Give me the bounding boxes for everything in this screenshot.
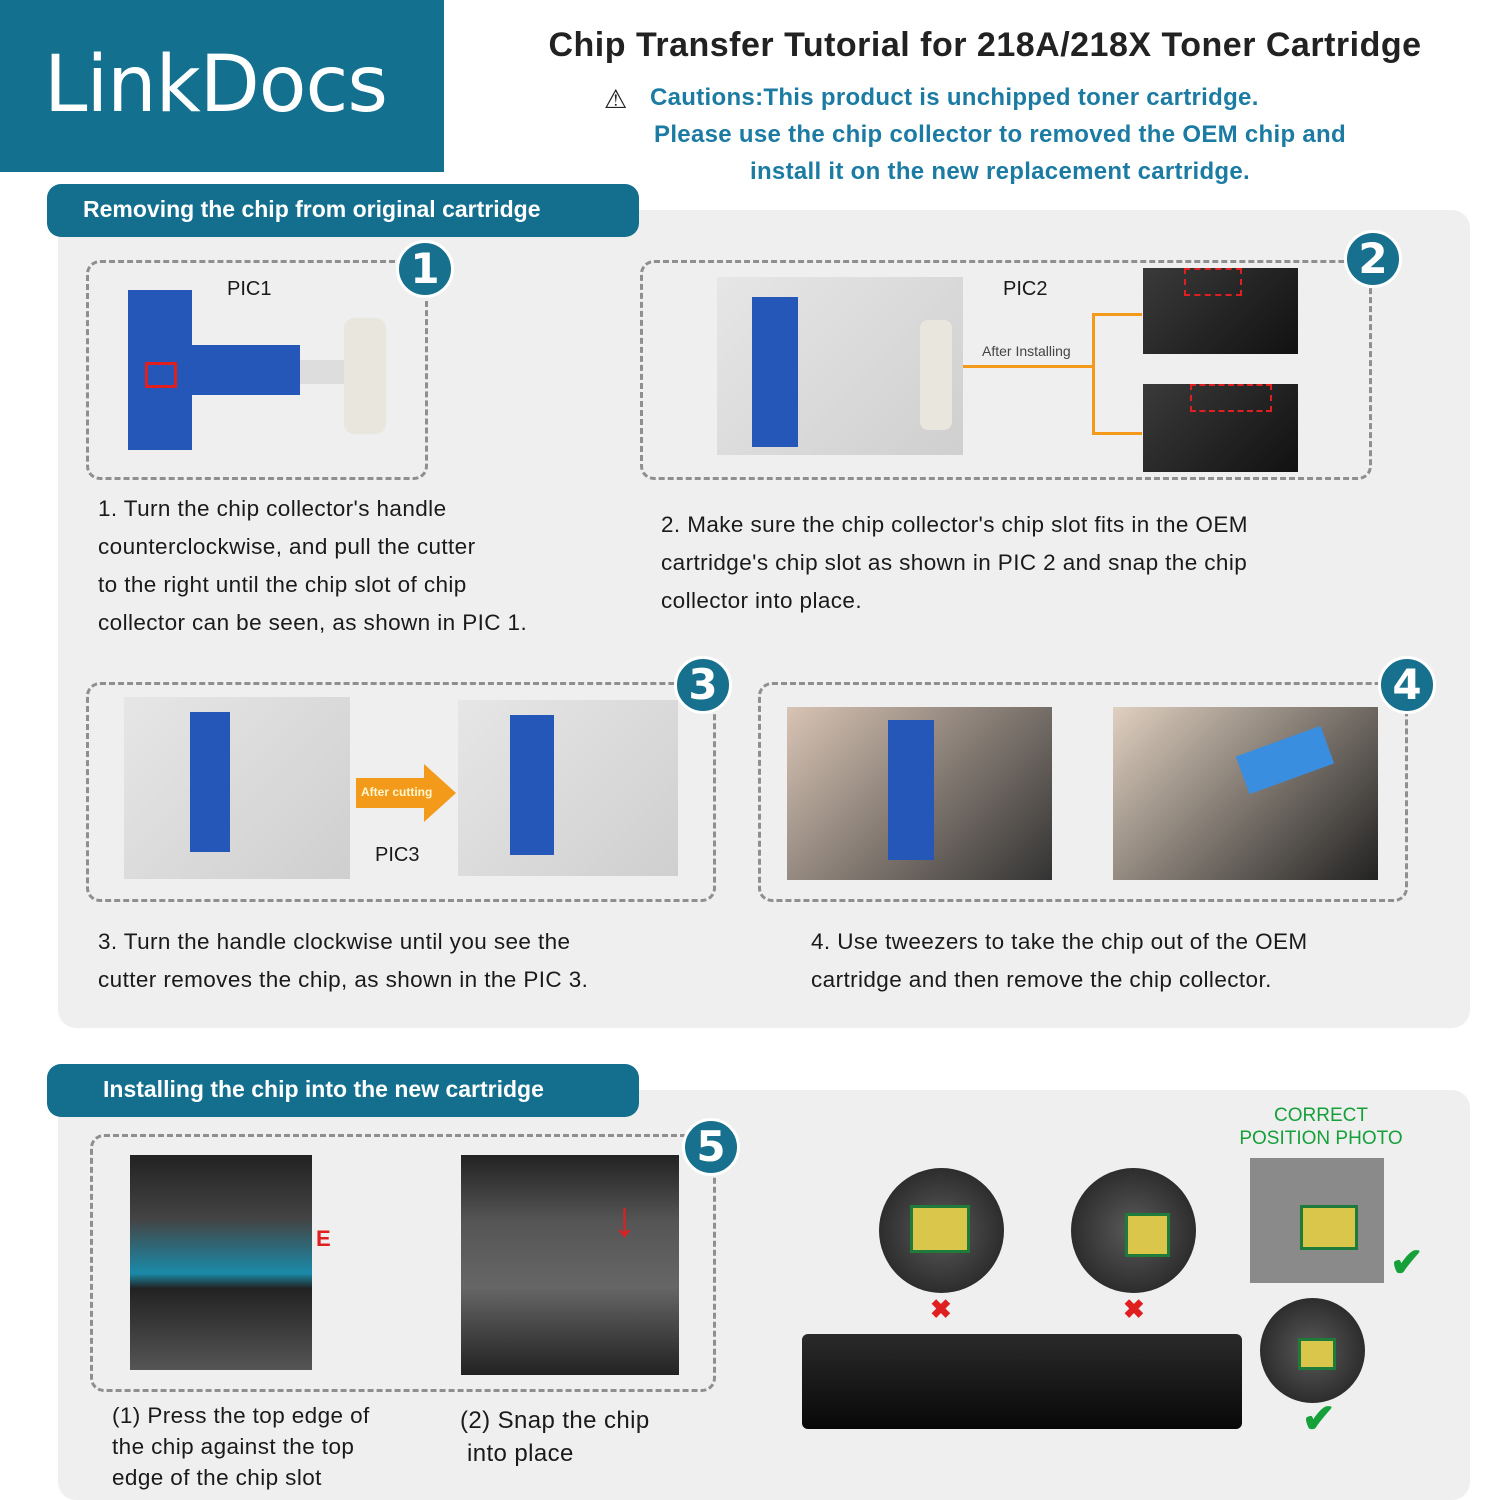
after-cutting-label: After cutting bbox=[361, 785, 433, 799]
toner-cartridge-image bbox=[802, 1334, 1242, 1429]
text-line: edge of the chip slot bbox=[112, 1465, 322, 1490]
chip-image bbox=[910, 1205, 970, 1253]
step5-frame bbox=[90, 1134, 716, 1392]
section2-heading: Installing the chip into the new cartrid… bbox=[47, 1064, 639, 1117]
text-line: 1. Turn the chip collector's handle bbox=[98, 496, 447, 521]
step1-text: 1. Turn the chip collector's handle coun… bbox=[98, 490, 527, 642]
pic3-photo-after bbox=[458, 700, 678, 876]
chip-collector-image bbox=[888, 720, 934, 860]
text-line: (1) Press the top edge of bbox=[112, 1403, 370, 1428]
step1-frame bbox=[86, 260, 428, 480]
wrong-icon: ✖ bbox=[1123, 1294, 1145, 1324]
step-number-badge: 5 bbox=[682, 1118, 740, 1176]
connector-bracket bbox=[1092, 313, 1142, 435]
wrong-icon: ✖ bbox=[930, 1294, 952, 1324]
chip-collector-image bbox=[752, 297, 798, 447]
text-line: into place bbox=[467, 1440, 574, 1467]
step4-photo-remove bbox=[1113, 707, 1378, 880]
text-line: cartridge's chip slot as shown in PIC 2 … bbox=[661, 550, 1248, 575]
warning-icon: ⚠ bbox=[604, 84, 628, 114]
step3-text: 3. Turn the handle clockwise until you s… bbox=[98, 923, 588, 999]
correct-position-label: CORRECT POSITION PHOTO bbox=[1216, 1104, 1426, 1150]
pic1-label: PIC1 bbox=[227, 278, 272, 300]
chip-collector-image bbox=[128, 290, 192, 450]
step4-text: 4. Use tweezers to take the chip out of … bbox=[811, 923, 1308, 999]
arrow-head-icon bbox=[424, 764, 456, 822]
brand-logo: LinkDocs bbox=[44, 40, 388, 130]
chip-image bbox=[1298, 1338, 1336, 1370]
substep2-text: (2) Snap the chip into place bbox=[460, 1404, 650, 1470]
text-line: counterclockwise, and pull the cutter bbox=[98, 534, 476, 559]
step3-frame bbox=[86, 682, 716, 902]
caution-line: install it on the new replacement cartri… bbox=[750, 158, 1250, 185]
handle-image bbox=[920, 320, 952, 430]
chip-collector-image bbox=[510, 715, 554, 855]
text-line: cutter removes the chip, as shown in the… bbox=[98, 967, 589, 992]
chip-highlight bbox=[1184, 268, 1242, 296]
caution-line: Please use the chip collector to removed… bbox=[654, 121, 1346, 148]
snap-chip-photo bbox=[461, 1155, 679, 1375]
handle-image bbox=[344, 318, 386, 434]
text-line: CORRECT bbox=[1274, 1105, 1368, 1126]
text-line: to the right until the chip slot of chip bbox=[98, 572, 467, 597]
page-title: Chip Transfer Tutorial for 218A/218X Ton… bbox=[548, 26, 1422, 64]
chip-image bbox=[1125, 1213, 1170, 1257]
pic3-photo-before bbox=[124, 697, 350, 879]
down-arrow-icon: ↓ bbox=[612, 1191, 637, 1247]
pic2-label: PIC2 bbox=[1003, 278, 1048, 300]
connector-line bbox=[963, 365, 1093, 368]
text-line: (2) Snap the chip bbox=[460, 1407, 650, 1434]
cartridge-detail-photo bbox=[1143, 384, 1298, 472]
step2-text: 2. Make sure the chip collector's chip s… bbox=[661, 506, 1248, 620]
step-number-badge: 4 bbox=[1378, 656, 1436, 714]
after-installing-label: After Installing bbox=[982, 343, 1071, 359]
press-chip-photo bbox=[130, 1155, 312, 1370]
caution-line: Cautions:This product is unchipped toner… bbox=[650, 84, 1259, 111]
text-line: 2. Make sure the chip collector's chip s… bbox=[661, 512, 1248, 537]
text-line: cartridge and then remove the chip colle… bbox=[811, 967, 1272, 992]
step4-frame bbox=[758, 682, 1408, 902]
chip-collector-image bbox=[190, 712, 230, 852]
step2-frame bbox=[640, 260, 1372, 480]
text-line: the chip against the top bbox=[112, 1434, 355, 1459]
chip-highlight bbox=[1190, 384, 1272, 412]
check-icon: ✔ bbox=[1390, 1241, 1424, 1285]
logo-banner bbox=[0, 0, 444, 172]
text-line: collector can be seen, as shown in PIC 1… bbox=[98, 610, 528, 635]
edge-marker-label: E bbox=[316, 1226, 331, 1251]
text-line: 3. Turn the handle clockwise until you s… bbox=[98, 929, 571, 954]
chip-collector-image bbox=[190, 345, 300, 395]
step-number-badge: 1 bbox=[396, 240, 454, 298]
text-line: 4. Use tweezers to take the chip out of … bbox=[811, 929, 1308, 954]
section1-heading: Removing the chip from original cartridg… bbox=[47, 184, 639, 237]
step-number-badge: 3 bbox=[674, 656, 732, 714]
pic3-label: PIC3 bbox=[375, 844, 420, 866]
after-cutting-arrow bbox=[356, 778, 426, 808]
step-number-badge: 2 bbox=[1344, 230, 1402, 288]
substep1-text: (1) Press the top edge of the chip again… bbox=[112, 1400, 370, 1493]
text-line: POSITION PHOTO bbox=[1239, 1128, 1403, 1149]
cartridge-detail-photo bbox=[1143, 268, 1298, 354]
chip-slot-highlight bbox=[145, 362, 177, 388]
chip-image bbox=[1300, 1205, 1358, 1250]
text-line: collector into place. bbox=[661, 588, 863, 613]
check-icon: ✔ bbox=[1302, 1397, 1336, 1441]
